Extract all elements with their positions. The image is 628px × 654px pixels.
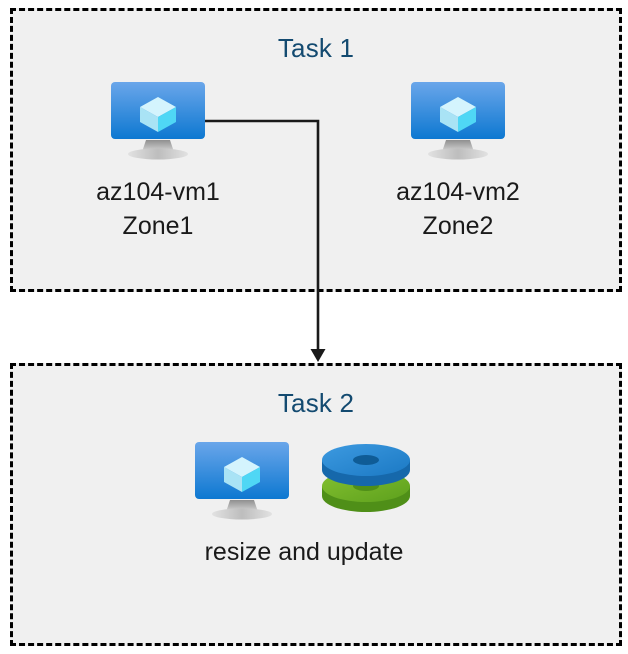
vm1-zone: Zone1 — [122, 211, 194, 240]
task2-title: Task 2 — [277, 388, 355, 418]
vm2-name: az104-vm2 — [396, 178, 520, 206]
virtual-machine-icon — [408, 80, 508, 162]
node-label-az104-vm2: az104-vm2 Zone2 — [358, 176, 558, 244]
node-az104-vm2[interactable]: az104-vm2 Zone2 — [358, 80, 558, 244]
task2-icon-row — [144, 440, 464, 522]
task2-caption: resize and update — [204, 538, 404, 566]
virtual-machine-icon — [192, 440, 292, 522]
task2-container: Task 2 — [10, 363, 622, 646]
vm2-zone: Zone2 — [422, 211, 494, 240]
node-az104-vm1[interactable]: az104-vm1 Zone1 — [58, 80, 258, 244]
vm1-name: az104-vm1 — [96, 178, 220, 206]
task1-title: Task 1 — [277, 33, 355, 63]
managed-disks-icon — [316, 440, 416, 522]
node-label-az104-vm1: az104-vm1 Zone1 — [58, 176, 258, 244]
node-resize-and-update[interactable]: resize and update — [144, 440, 464, 570]
virtual-machine-icon — [108, 80, 208, 162]
